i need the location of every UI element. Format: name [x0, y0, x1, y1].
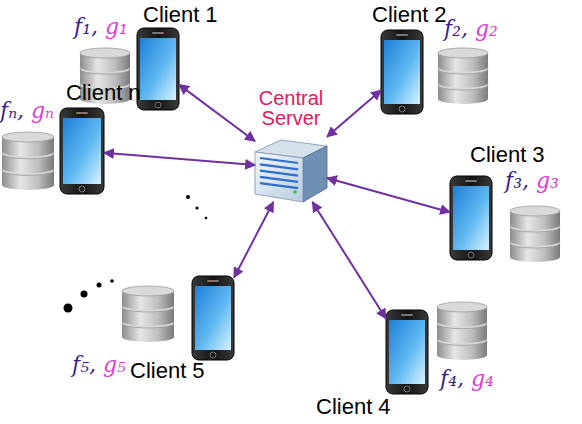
- server-icon: [255, 134, 327, 202]
- phone-icon: [386, 310, 428, 394]
- database-icon: [438, 48, 488, 106]
- double-arrow: [327, 90, 381, 137]
- model-variable: f₅,: [72, 354, 96, 376]
- double-arrow: [179, 85, 255, 142]
- client-label: Client 1: [143, 4, 218, 26]
- double-arrow: [327, 178, 450, 212]
- server-label: Central Server: [246, 88, 336, 128]
- client-node: Client nfₙ,gₙ: [60, 108, 104, 194]
- client-node: Client 3f₃,g₃: [450, 176, 492, 260]
- client-node: Client 2f₂,g₂: [381, 30, 423, 114]
- model-variable: f₂,: [444, 18, 468, 40]
- client-label: Client n: [66, 82, 141, 104]
- server-node: Central Server: [255, 134, 327, 202]
- phone-icon: [450, 176, 492, 260]
- double-arrow: [104, 153, 255, 165]
- model-variable: f₄,: [440, 368, 464, 390]
- client-label: Client 2: [372, 4, 447, 26]
- phone-icon: [60, 108, 104, 194]
- gradient-variable: g₄: [471, 368, 494, 390]
- ellipsis-dots: [64, 195, 208, 313]
- model-variable: fₙ,: [0, 100, 24, 122]
- client-label: Client 5: [130, 360, 205, 382]
- database-icon: [2, 132, 54, 192]
- client-label: Client 4: [316, 396, 391, 418]
- gradient-variable: g₃: [536, 170, 559, 192]
- double-arrow: [312, 202, 386, 319]
- database-icon: [122, 286, 174, 344]
- gradient-variable: gₙ: [31, 100, 54, 122]
- database-icon: [437, 302, 487, 362]
- client-node: Client 4f₄,g₄: [386, 310, 428, 394]
- client-node: Client 5f₅,g₅: [192, 276, 234, 360]
- client-label: Client 3: [470, 144, 545, 166]
- gradient-variable: g₅: [103, 354, 126, 376]
- double-arrow: [234, 202, 273, 278]
- model-variable: f₃,: [505, 170, 529, 192]
- database-icon: [510, 206, 560, 264]
- gradient-variable: g₁: [105, 16, 128, 38]
- phone-icon: [192, 276, 234, 360]
- phone-icon: [137, 28, 179, 110]
- client-node: Client 1f₁,g₁: [137, 28, 179, 110]
- phone-icon: [381, 30, 423, 114]
- model-variable: f₁,: [74, 16, 98, 38]
- gradient-variable: g₂: [475, 18, 498, 40]
